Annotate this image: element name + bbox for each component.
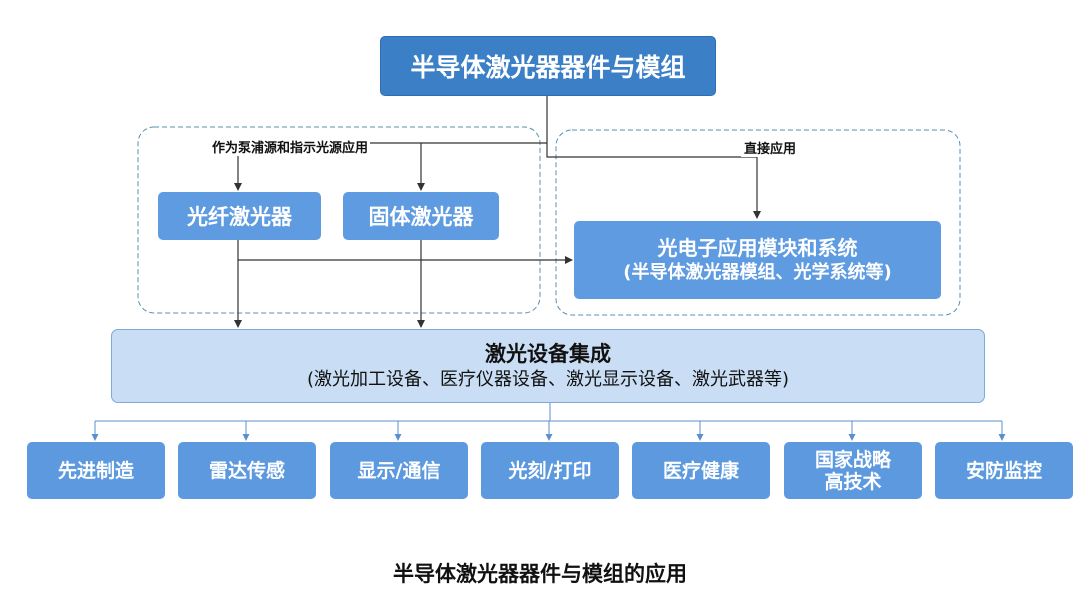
application-node: 医疗健康 (632, 442, 770, 499)
application-node: 光刻/打印 (481, 442, 619, 499)
pump-group-dashed-box (137, 126, 541, 314)
solid-laser-node: 固体激光器 (343, 192, 499, 240)
application-node: 显示/通信 (330, 442, 468, 499)
optoelectronic-title: 光电子应用模块和系统 (657, 236, 858, 260)
integration-node: 激光设备集成 (激光加工设备、医疗仪器设备、激光显示设备、激光武器等) (111, 329, 985, 403)
application-node: 雷达传感 (178, 442, 316, 499)
optoelectronic-subtitle: (半导体激光器模组、光学系统等) (623, 262, 892, 283)
integration-title: 激光设备集成 (485, 342, 611, 366)
direct-group-dashed-box (555, 129, 961, 316)
application-node: 国家战略高技术 (784, 442, 922, 499)
integration-fanout-trunk (95, 403, 1002, 422)
direct-application-label: 直接应用 (741, 138, 800, 157)
application-node: 安防监控 (935, 442, 1073, 499)
fiber-laser-node: 光纤激光器 (158, 192, 321, 240)
pump-application-label: 作为泵浦源和指示光源应用 (210, 137, 371, 156)
figure-caption: 半导体激光器器件与模组的应用 (393, 562, 687, 586)
root-node: 半导体激光器器件与模组 (380, 36, 716, 96)
optoelectronic-node: 光电子应用模块和系统 (半导体激光器模组、光学系统等) (574, 221, 941, 299)
application-node: 先进制造 (27, 442, 165, 499)
integration-subtitle: (激光加工设备、医疗仪器设备、激光显示设备、激光武器等) (306, 369, 790, 390)
